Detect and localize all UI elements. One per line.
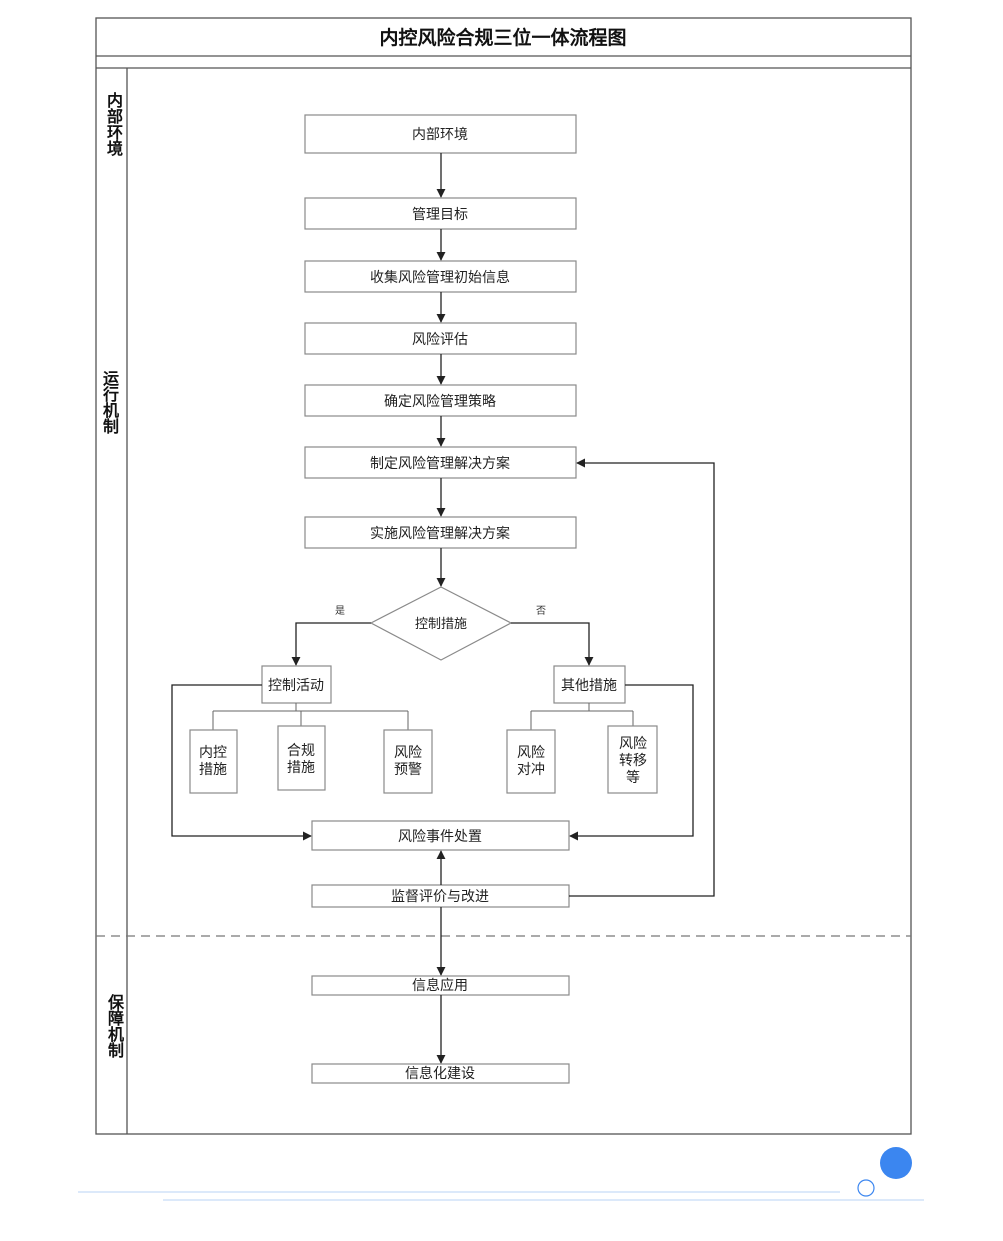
no-label: 否 <box>536 605 546 617</box>
node-transfer: 风险 转移 等 <box>607 725 658 794</box>
lane-label-guarantee: 保 障 机 制 <box>107 993 125 1060</box>
node-box <box>189 729 238 794</box>
node-internal-control: 内控 措施 <box>189 729 238 794</box>
node-label: 信息应用 <box>412 977 468 994</box>
lane-label-internal-env: 内 部 环 境 <box>107 91 123 158</box>
node-label: 措施 <box>199 762 227 778</box>
lane-char: 境 <box>107 139 123 158</box>
decision-control-measure: 控制措施 <box>369 586 513 661</box>
node-label: 内控 <box>199 745 227 761</box>
node-risk-assess: 风险评估 <box>304 322 577 355</box>
node-box <box>311 820 570 851</box>
lane-char: 机 <box>108 1025 124 1044</box>
node-box <box>304 384 577 417</box>
node-box <box>261 665 332 704</box>
node-label: 风险评估 <box>412 332 468 348</box>
decision-label: 控制措施 <box>415 617 467 632</box>
flow-edges <box>171 153 715 1064</box>
node-label: 控制活动 <box>268 678 324 694</box>
node-hedge: 风险 对冲 <box>506 729 556 794</box>
lane-char: 运 <box>103 369 119 388</box>
node-label: 合规 <box>287 743 315 759</box>
node-label: 收集风险管理初始信息 <box>370 269 510 286</box>
node-box <box>506 729 556 794</box>
node-label: 监督评价与改进 <box>391 889 489 905</box>
node-box <box>304 114 577 154</box>
node-label: 预警 <box>394 762 422 778</box>
node-warning: 风险 预警 <box>383 729 433 794</box>
node-label: 管理目标 <box>412 207 468 223</box>
lane-char: 部 <box>107 107 123 126</box>
lane-char: 机 <box>103 401 119 420</box>
lane-char: 保 <box>107 993 125 1012</box>
edge-no <box>511 622 594 666</box>
node-box <box>304 516 577 549</box>
node-info-app: 信息应用 <box>311 975 570 996</box>
node-control-activity: 控制活动 <box>261 665 332 704</box>
node-label: 实施风险管理解决方案 <box>370 525 510 542</box>
node-collect-info: 收集风险管理初始信息 <box>304 260 577 293</box>
node-box <box>311 1063 570 1084</box>
edge-yes <box>291 622 371 666</box>
node-label: 其他措施 <box>561 678 617 694</box>
node-make-plan: 制定风险管理解决方案 <box>304 446 577 479</box>
node-label: 等 <box>626 769 640 786</box>
node-label: 风险 <box>619 736 647 752</box>
node-mgmt-goal: 管理目标 <box>304 197 577 230</box>
node-info-build: 信息化建设 <box>311 1063 570 1084</box>
node-event-handling: 风险事件处置 <box>311 820 570 851</box>
lane-char: 内 <box>107 91 123 110</box>
node-box <box>304 322 577 355</box>
lane-char: 障 <box>108 1009 124 1028</box>
outer-frame <box>95 17 912 1135</box>
node-label: 措施 <box>287 760 315 776</box>
edge-feedback-loop <box>569 458 715 897</box>
node-strategy: 确定风险管理策略 <box>304 384 577 417</box>
node-box <box>304 260 577 293</box>
node-label: 风险 <box>517 745 545 761</box>
other-measure-tree <box>530 703 634 730</box>
lane-char: 环 <box>107 123 123 142</box>
edge-activity-to-handling <box>171 684 312 841</box>
node-other-measure: 其他措施 <box>553 665 626 704</box>
node-box <box>277 725 326 791</box>
lane-char: 制 <box>108 1041 124 1060</box>
node-label: 信息化建设 <box>405 1065 475 1082</box>
diagram-title: 内控风险合规三位一体流程图 <box>379 26 626 49</box>
node-label: 确定风险管理策略 <box>384 393 496 410</box>
ring-icon <box>857 1179 875 1197</box>
node-box <box>607 725 658 794</box>
node-supervision: 监督评价与改进 <box>311 884 570 908</box>
node-label: 风险 <box>394 745 422 761</box>
node-box <box>304 197 577 230</box>
node-label: 制定风险管理解决方案 <box>370 455 510 472</box>
node-label: 对冲 <box>517 762 545 778</box>
node-internal-env: 内部环境 <box>304 114 577 154</box>
decision-diamond <box>369 586 513 661</box>
lane-char: 制 <box>103 417 119 436</box>
node-box <box>383 729 433 794</box>
accent-dot-icon <box>880 1147 912 1179</box>
edge-other-to-handling <box>569 684 694 841</box>
node-compliance: 合规 措施 <box>277 725 326 791</box>
yes-label: 是 <box>335 605 345 617</box>
lane-label-operation: 运 行 机 制 <box>102 369 119 436</box>
node-label: 风险事件处置 <box>398 829 482 845</box>
lane-char: 行 <box>102 385 119 404</box>
node-impl-plan: 实施风险管理解决方案 <box>304 516 577 549</box>
control-activity-tree <box>212 703 409 730</box>
node-label: 转移 <box>619 753 647 769</box>
node-label: 内部环境 <box>412 127 468 143</box>
